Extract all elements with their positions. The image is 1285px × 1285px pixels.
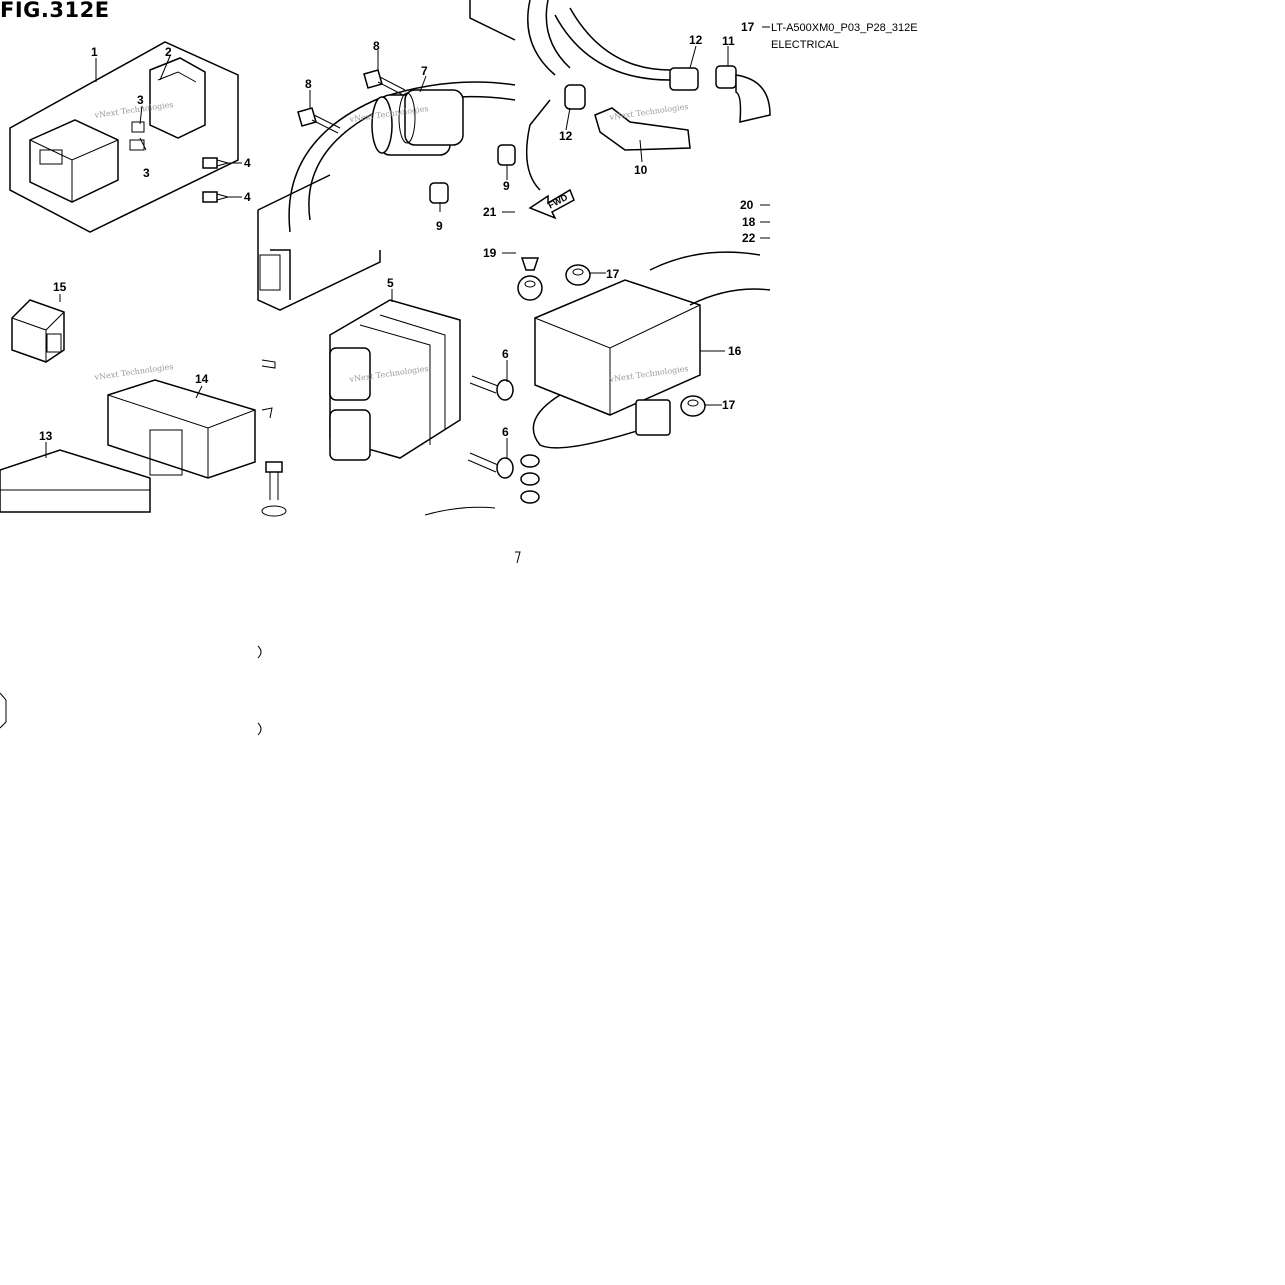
callout-8: 8	[305, 77, 312, 91]
callouts: 1 2 3 3 4 4 5 6 6 7 8 8 9 9 10 11 12 12 …	[39, 20, 756, 443]
fragment	[261, 407, 273, 419]
callout-20: 20	[740, 198, 754, 212]
callout-6: 6	[502, 425, 509, 439]
callout-12: 12	[559, 129, 573, 143]
reference-code: LT-A500XM0_P03_P28_312E	[771, 22, 918, 34]
callout-14: 14	[195, 372, 209, 386]
callout-5: 5	[387, 276, 394, 290]
callout-16: 16	[728, 344, 742, 358]
callout-12: 12	[689, 33, 703, 47]
callout-8: 8	[373, 39, 380, 53]
callout-1: 1	[91, 45, 98, 59]
fragment	[261, 359, 276, 369]
connector-panel	[11, 299, 65, 363]
control-module-panel	[517, 251, 771, 449]
callout-21: 21	[483, 205, 497, 219]
fragment	[257, 722, 262, 736]
callout-17: 17	[606, 267, 620, 281]
callout-3: 3	[143, 166, 150, 180]
callout-17: 17	[741, 20, 755, 34]
callout-22: 22	[742, 231, 756, 245]
callout-4: 4	[244, 190, 251, 204]
ecm-panel	[0, 379, 287, 517]
section-label: ELECTRICAL	[771, 39, 839, 51]
callout-19: 19	[483, 246, 497, 260]
callout-18: 18	[742, 215, 756, 229]
callout-7: 7	[421, 64, 428, 78]
fuse-box-panel	[9, 41, 239, 233]
callout-2: 2	[165, 45, 172, 59]
fragment	[257, 645, 262, 659]
callout-13: 13	[39, 429, 53, 443]
figure-title: FIG.312E	[0, 0, 110, 22]
callout-10: 10	[634, 163, 648, 177]
watermark: vNext Technologies	[608, 102, 689, 122]
regulator-panel	[329, 299, 540, 516]
fragment	[0, 692, 7, 729]
callout-4: 4	[244, 156, 251, 170]
leader-lines	[45, 26, 770, 458]
callout-9: 9	[436, 219, 443, 233]
callout-11: 11	[722, 34, 735, 48]
fragment	[515, 551, 521, 564]
callout-17: 17	[722, 398, 736, 412]
watermark: vNext Technologies	[93, 362, 174, 382]
callout-9: 9	[503, 179, 510, 193]
callout-6: 6	[502, 347, 509, 361]
callout-3: 3	[137, 93, 144, 107]
hose-panel: FWD	[469, 0, 771, 220]
callout-15: 15	[53, 280, 67, 294]
ignition-coil-panel	[257, 69, 516, 311]
